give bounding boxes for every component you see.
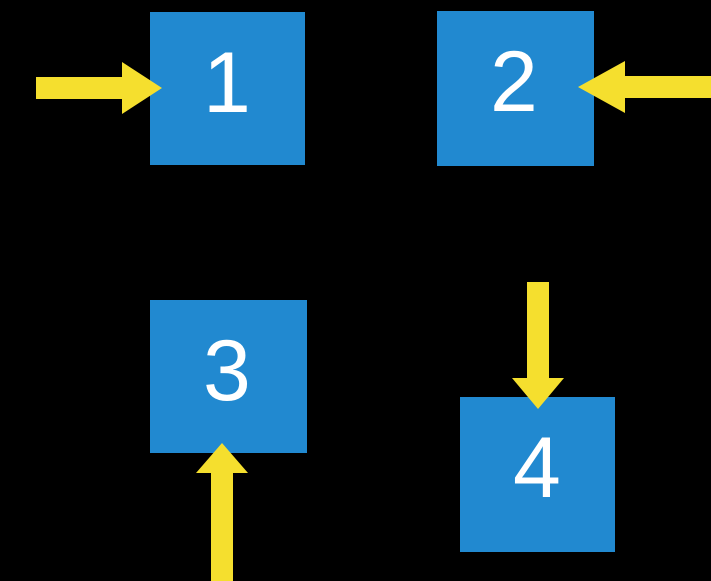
arrow-up-into-node-3: [196, 443, 248, 581]
block-node-4[interactable]: [460, 397, 615, 552]
arrow-down-into-node-4: [512, 282, 564, 409]
block-node-3[interactable]: [150, 300, 307, 453]
block-node-1[interactable]: [150, 12, 305, 165]
block-node-2-label: 2: [490, 34, 538, 130]
arrow-left-into-node-2: [578, 61, 711, 113]
block-node-1-label: 1: [203, 35, 251, 131]
arrow-right-into-node-1: [36, 62, 162, 114]
block-node-3-label: 3: [203, 323, 251, 419]
block-node-2[interactable]: [437, 11, 594, 166]
block-node-4-label: 4: [513, 420, 561, 516]
